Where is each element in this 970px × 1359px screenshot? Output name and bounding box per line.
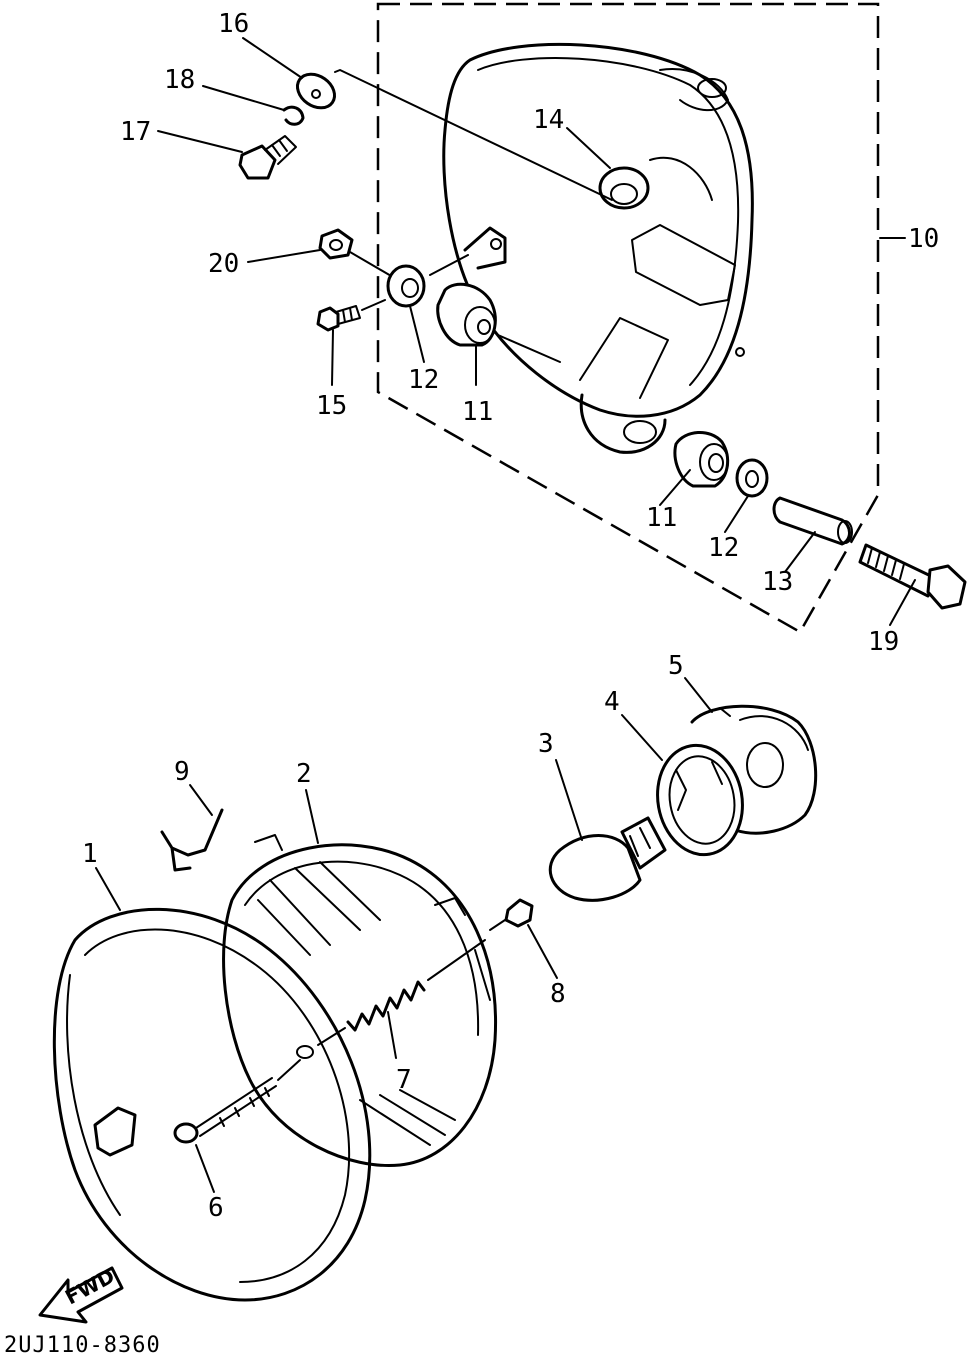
label-3: 3 — [538, 729, 554, 759]
leader-2 — [305, 789, 319, 844]
leader-14 — [566, 127, 611, 169]
label-12-left: 12 — [408, 365, 439, 395]
part-6-nut — [296, 1045, 314, 1059]
label-17: 17 — [120, 117, 151, 147]
leader-19-label — [889, 579, 916, 626]
part-17-bolt — [238, 135, 297, 180]
label-19: 19 — [868, 627, 899, 657]
leader-4 — [621, 714, 663, 761]
label-6: 6 — [208, 1193, 224, 1223]
leader-16 — [242, 37, 303, 79]
leader-6-line — [277, 1059, 301, 1081]
leader-18 — [202, 85, 285, 111]
part-16-plate — [295, 72, 337, 110]
label-9: 9 — [174, 757, 190, 787]
leader-12r-label — [724, 495, 749, 533]
part-6-screw — [173, 1077, 277, 1144]
part-15-screw — [316, 305, 361, 332]
part-20-nut — [318, 228, 354, 260]
leader-12-label — [409, 305, 425, 363]
part-12-washer-right — [735, 458, 769, 498]
leader-12-left — [429, 254, 469, 276]
leader-7 — [387, 1011, 397, 1059]
label-16: 16 — [218, 9, 249, 39]
leader-8-line — [489, 919, 506, 931]
diagram-code: 2UJ110-8360 — [4, 1333, 161, 1358]
leader-15-label — [331, 329, 334, 386]
label-1: 1 — [82, 839, 98, 869]
leader-13-label — [784, 531, 816, 573]
part-13-collar — [772, 496, 853, 546]
leader-17 — [157, 130, 243, 153]
part-19-bolt — [858, 543, 967, 610]
headlight-housing — [442, 42, 754, 454]
leader-15 — [361, 299, 386, 311]
label-8: 8 — [550, 979, 566, 1009]
label-4: 4 — [604, 687, 620, 717]
label-5: 5 — [668, 651, 684, 681]
leader-6 — [195, 1144, 215, 1193]
leader-20-label — [247, 249, 321, 263]
label-15: 15 — [316, 391, 347, 421]
leader-5 — [684, 677, 713, 713]
label-11-right: 11 — [646, 503, 677, 533]
leader-3 — [555, 759, 583, 841]
label-2: 2 — [296, 759, 312, 789]
assembly-boundary-dashed — [376, 2, 880, 634]
label-11-left: 11 — [462, 397, 493, 427]
label-12-right: 12 — [708, 533, 739, 563]
label-18: 18 — [164, 65, 195, 95]
part-3-bulb — [548, 816, 667, 902]
part-8-nut — [504, 898, 534, 928]
part-4-socket — [656, 743, 744, 857]
label-13: 13 — [762, 567, 793, 597]
part-18-washer — [282, 105, 305, 126]
part-11-damper-left — [436, 282, 497, 347]
part-2-reflector-unit — [222, 834, 498, 1168]
leader-1 — [95, 867, 121, 911]
leader-9 — [189, 784, 213, 816]
leader-7-line — [317, 1027, 346, 1046]
part-14-grommet — [598, 166, 650, 210]
label-14: 14 — [533, 105, 564, 135]
label-10: 10 — [908, 224, 939, 254]
leader-11-left — [497, 334, 561, 363]
leader-7-line2 — [427, 939, 486, 981]
leader-11r-label — [659, 469, 691, 506]
label-20: 20 — [208, 249, 239, 279]
fwd-arrow-icon: FWD — [38, 1264, 124, 1324]
leader-8 — [527, 924, 558, 979]
part-5-socket-cover — [690, 704, 818, 835]
part-12-washer-left — [386, 264, 426, 308]
leader-16-to-14 — [334, 69, 613, 201]
part-1-rim — [52, 907, 372, 1302]
part-7-spring — [346, 980, 426, 1032]
label-7: 7 — [396, 1065, 412, 1095]
part-9-clip — [160, 808, 224, 872]
